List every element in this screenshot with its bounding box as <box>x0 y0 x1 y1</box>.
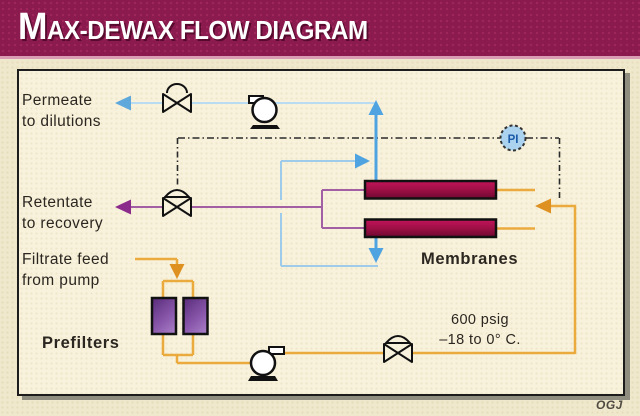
permeate-outlet-arrow <box>115 95 131 111</box>
feed-inlet-arrow <box>535 198 551 214</box>
prefilter-cartridge-right <box>182 296 209 336</box>
retentate-label: Retentate to recovery <box>22 194 104 232</box>
pressure-indicator-icon: PI <box>499 124 527 152</box>
filtrate-feed-arrow <box>169 264 185 279</box>
filtrate-feed-label: Filtrate feed from pump <box>22 251 110 289</box>
permeate-up-arrow <box>368 100 384 115</box>
membrane-module-top <box>363 179 498 200</box>
retentate-control-valve-icon <box>162 189 192 217</box>
membrane-module-bottom <box>363 218 498 239</box>
permeate-valve-icon <box>162 83 192 113</box>
title-bar: Max-dewax flow diagram <box>0 0 640 59</box>
pressure-indicator-tag: PI <box>508 134 519 146</box>
permeate-label: Permeate to dilutions <box>22 92 101 130</box>
prefilter-cartridge-left <box>150 296 178 336</box>
permeate-pump-icon <box>248 95 280 129</box>
permeate-down-arrow <box>368 248 384 263</box>
operating-conditions-label: 600 psig –18 to 0° C. <box>439 312 521 348</box>
retentate-outlet-arrow <box>115 199 131 215</box>
permeate-loop-arrow <box>355 153 370 169</box>
prefilters-label: Prefilters <box>42 334 120 352</box>
diagram-panel <box>17 69 625 396</box>
feed-control-valve-icon <box>383 335 413 363</box>
journal-credit: OGJ <box>596 398 623 412</box>
page-title: Max-dewax flow diagram <box>18 6 368 48</box>
membranes-label: Membranes <box>421 250 519 268</box>
feed-pump-icon <box>248 346 285 381</box>
